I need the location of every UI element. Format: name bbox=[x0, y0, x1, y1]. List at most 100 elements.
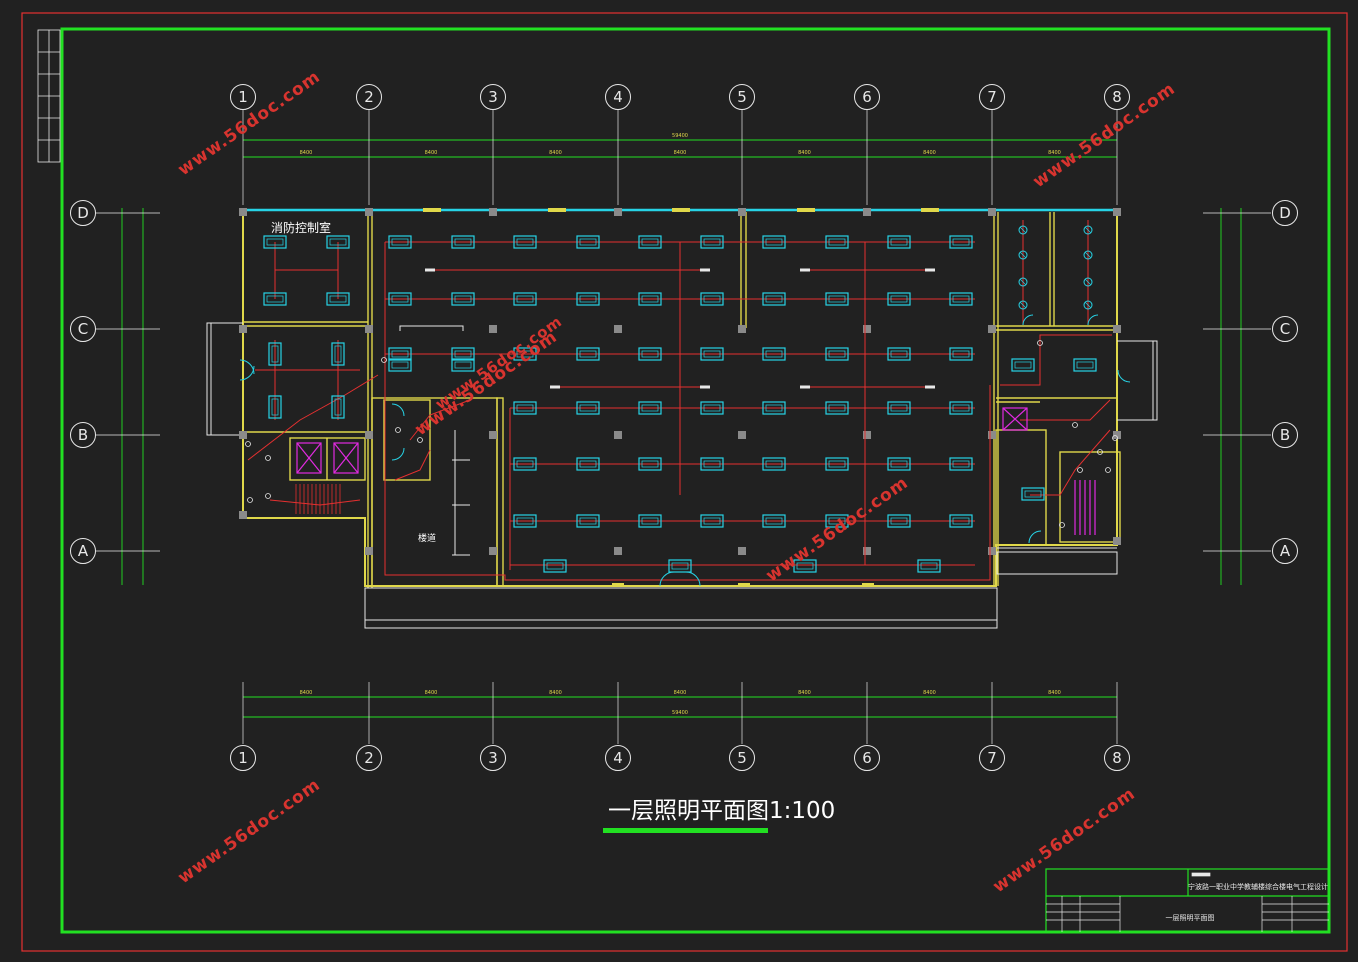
fluorescent-light bbox=[388, 347, 412, 361]
switch-symbol bbox=[417, 437, 423, 443]
fluorescent-light bbox=[762, 292, 786, 306]
column-pillar bbox=[365, 208, 373, 216]
grid-bubble bbox=[729, 84, 755, 110]
grid-row-label: B bbox=[1280, 426, 1290, 444]
grid-bubble bbox=[1272, 422, 1298, 448]
column-pillar bbox=[863, 325, 871, 333]
switch-symbols bbox=[245, 340, 1118, 528]
grid-column-label: 7 bbox=[987, 749, 997, 767]
fluorescent-light bbox=[887, 457, 911, 471]
fluorescent-light bbox=[949, 292, 973, 306]
fluorescent-light bbox=[762, 347, 786, 361]
column-pillar bbox=[489, 325, 497, 333]
switch-symbol bbox=[1077, 467, 1083, 473]
column-pillar bbox=[738, 325, 746, 333]
grid-bubble bbox=[605, 745, 631, 771]
column-pillar bbox=[988, 325, 996, 333]
column-pillar bbox=[1113, 431, 1121, 439]
switch-symbol bbox=[247, 497, 253, 503]
fluorescent-light bbox=[331, 395, 345, 419]
fluorescent-light bbox=[949, 514, 973, 528]
grid-column-label: 8 bbox=[1112, 749, 1122, 767]
fluorescent-light bbox=[668, 559, 692, 573]
fluorescent-light bbox=[949, 347, 973, 361]
title-block-project: 宁波路一职业中学教辅楼综合楼电气工程设计 bbox=[1188, 882, 1328, 891]
column-pillar bbox=[489, 208, 497, 216]
grid-row-label: A bbox=[78, 542, 89, 560]
wire-tag bbox=[800, 385, 810, 389]
light-fixtures bbox=[263, 225, 1097, 573]
bay-dimension: 8400 bbox=[549, 150, 562, 156]
fluorescent-light bbox=[513, 401, 537, 415]
column-pillar bbox=[239, 325, 247, 333]
grid-bubble bbox=[854, 745, 880, 771]
column-pillar bbox=[738, 431, 746, 439]
column-pillar bbox=[614, 208, 622, 216]
column-pillar bbox=[365, 325, 373, 333]
grid-bubble bbox=[979, 84, 1005, 110]
fluorescent-light bbox=[825, 514, 849, 528]
fluorescent-light bbox=[268, 342, 282, 366]
fluorescent-light bbox=[513, 292, 537, 306]
grid-column-label: 3 bbox=[488, 88, 498, 106]
grid-row-label: A bbox=[1280, 542, 1291, 560]
bay-dimension: 8400 bbox=[1048, 690, 1061, 696]
wire-tags bbox=[425, 268, 935, 389]
fluorescent-light bbox=[326, 235, 350, 249]
column-pillar bbox=[988, 547, 996, 555]
column-pillar bbox=[988, 431, 996, 439]
fluorescent-light bbox=[268, 395, 282, 419]
column-pillar bbox=[239, 431, 247, 439]
grid-bubble bbox=[356, 84, 382, 110]
fluorescent-light bbox=[1011, 358, 1035, 372]
grid-row-label: B bbox=[78, 426, 88, 444]
column-pillar bbox=[863, 547, 871, 555]
bay-dimension: 8400 bbox=[549, 690, 562, 696]
grid-column-label: 8 bbox=[1112, 88, 1122, 106]
fluorescent-light bbox=[331, 342, 345, 366]
fluorescent-light bbox=[949, 235, 973, 249]
grid-bubble bbox=[70, 316, 96, 342]
grid-column-label: 7 bbox=[987, 88, 997, 106]
grid-bubble bbox=[230, 84, 256, 110]
grid-bubble bbox=[480, 84, 506, 110]
bottom-overall-dimension: 59400 bbox=[672, 710, 688, 716]
interior-partitions bbox=[243, 210, 1121, 588]
fluorescent-light bbox=[638, 401, 662, 415]
grid-bubble bbox=[729, 745, 755, 771]
fluorescent-light bbox=[638, 347, 662, 361]
stairs-left bbox=[295, 484, 341, 514]
fluorescent-light bbox=[825, 401, 849, 415]
fluorescent-light bbox=[825, 235, 849, 249]
fluorescent-light bbox=[887, 514, 911, 528]
column-pillar bbox=[614, 325, 622, 333]
grid-bubble bbox=[1104, 745, 1130, 771]
grid-bubble bbox=[1104, 84, 1130, 110]
fluorescent-light bbox=[762, 457, 786, 471]
fluorescent-light bbox=[700, 514, 724, 528]
grid-bubble bbox=[70, 538, 96, 564]
column-pillar bbox=[1113, 208, 1121, 216]
grid-bubble bbox=[1272, 316, 1298, 342]
bay-dimension: 8400 bbox=[798, 690, 811, 696]
grid-column-label: 3 bbox=[488, 749, 498, 767]
grid-row-label: D bbox=[77, 204, 89, 222]
fluorescent-light bbox=[825, 457, 849, 471]
watermark: www.56doc.com bbox=[174, 67, 324, 180]
fluorescent-light bbox=[887, 292, 911, 306]
misc-elements bbox=[399, 325, 470, 556]
column-pillar bbox=[239, 511, 247, 519]
room-label-corridor: 楼道 bbox=[418, 532, 436, 544]
fluorescent-light bbox=[700, 401, 724, 415]
bay-dimension: 8400 bbox=[923, 690, 936, 696]
switch-symbol bbox=[245, 441, 251, 447]
fluorescent-light bbox=[576, 457, 600, 471]
annex-structures bbox=[206, 322, 1158, 629]
lighting-circuits bbox=[247, 220, 1112, 581]
grid-row-label: D bbox=[1279, 204, 1291, 222]
fluorescent-light bbox=[451, 292, 475, 306]
fluorescent-light bbox=[887, 401, 911, 415]
title-block-cells bbox=[1046, 872, 1329, 932]
